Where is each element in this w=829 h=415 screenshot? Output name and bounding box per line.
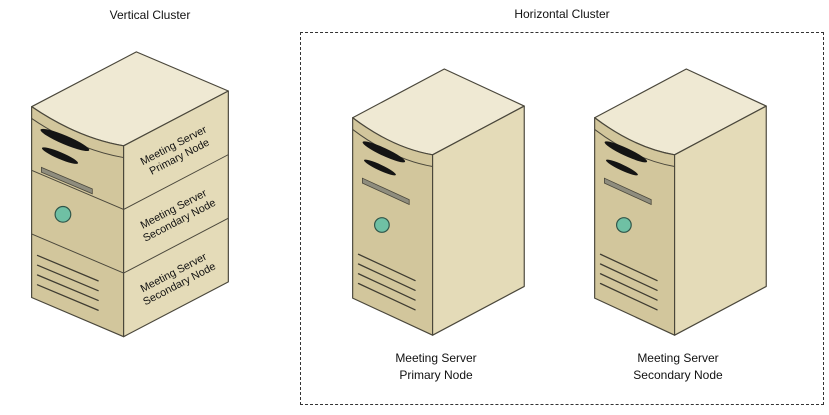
- horizontal-cluster-title: Horizontal Cluster: [514, 7, 610, 21]
- unit-divider-side-2: [123, 217, 229, 274]
- drive-slot-icon: [604, 141, 648, 163]
- unit-divider-front-1: [31, 169, 124, 210]
- drive-slot-icon: [40, 128, 90, 152]
- server-tower-secondary-node: [594, 68, 767, 336]
- server-label-line: Primary Node: [399, 367, 473, 382]
- horizontal-cluster-boundary: Meeting Server Primary Node Meeting Serv…: [300, 32, 824, 405]
- drive-slot-icon: [363, 159, 396, 176]
- unit-divider-side-1: [123, 154, 229, 210]
- server-side-face: [674, 105, 767, 336]
- server-label-line: Meeting Server: [395, 351, 477, 365]
- vent-lines-icon: [599, 253, 658, 311]
- primary-node-label: Meeting Server Primary Node: [336, 350, 536, 384]
- unit-divider-front-2: [31, 233, 124, 274]
- power-button-icon: [616, 217, 632, 233]
- drive-slot-icon: [41, 147, 79, 164]
- power-button-icon: [374, 217, 390, 233]
- media-slot-icon: [41, 166, 93, 195]
- server-label-line: Secondary Node: [633, 367, 723, 382]
- server-side-face: [432, 105, 525, 336]
- secondary-node-label: Meeting Server Secondary Node: [578, 350, 778, 384]
- drive-slot-icon: [362, 141, 406, 163]
- media-slot-icon: [604, 177, 652, 206]
- server-tower-primary-node: [352, 68, 525, 336]
- server-label-line: Meeting Server: [637, 351, 719, 365]
- server-tower-vertical-cluster: Meeting Server Primary Node Meeting Serv…: [31, 51, 229, 338]
- media-slot-icon: [362, 177, 410, 206]
- vent-lines-icon: [357, 253, 416, 311]
- vertical-cluster-title: Vertical Cluster: [109, 8, 191, 22]
- vent-lines-icon: [36, 254, 99, 311]
- power-button-icon: [54, 205, 72, 223]
- drive-slot-icon: [605, 159, 638, 176]
